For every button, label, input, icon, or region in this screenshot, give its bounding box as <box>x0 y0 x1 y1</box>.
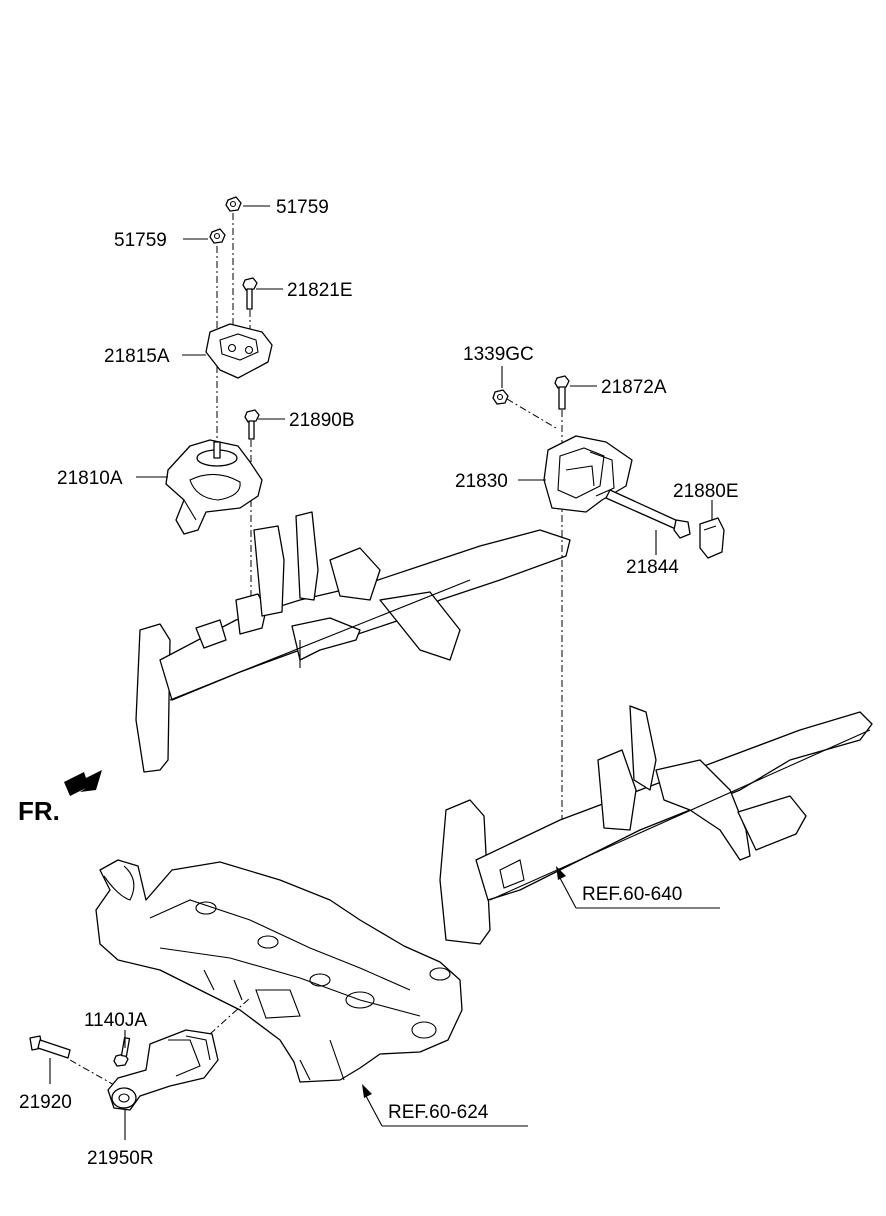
ref-label-60-624[interactable]: REF.60-624 <box>388 1102 489 1123</box>
label-51759-left[interactable]: 51759 <box>114 230 167 251</box>
ref-label-60-640[interactable]: REF.60-640 <box>582 884 682 905</box>
label-21950R[interactable]: 21950R <box>87 1148 154 1169</box>
label-21815A[interactable]: 21815A <box>104 346 170 367</box>
label-51759-top[interactable]: 51759 <box>276 197 329 218</box>
bolt-1140JA[interactable] <box>113 1037 131 1067</box>
label-1339GC[interactable]: 1339GC <box>463 344 534 365</box>
bracket-21815A[interactable] <box>205 323 273 379</box>
label-21920[interactable]: 21920 <box>19 1092 72 1113</box>
ref-arrow-60-640 <box>556 866 720 909</box>
engine-mount-21810A[interactable] <box>165 439 263 535</box>
direction-front: FR. <box>18 796 60 826</box>
subframe <box>95 859 463 1083</box>
bolt-21920[interactable] <box>29 1035 71 1059</box>
label-21810A[interactable]: 21810A <box>57 468 123 489</box>
label-21821E[interactable]: 21821E <box>287 280 353 301</box>
bolt-21844[interactable] <box>605 489 691 539</box>
front-arrow-icon <box>64 770 102 796</box>
nut-51759-left[interactable] <box>209 228 226 244</box>
label-1140JA[interactable]: 1140JA <box>84 1010 147 1031</box>
label-21890B[interactable]: 21890B <box>289 410 355 431</box>
label-21830[interactable]: 21830 <box>455 471 508 492</box>
cap-21880E[interactable] <box>699 517 725 559</box>
label-21872A[interactable]: 21872A <box>601 377 667 398</box>
label-21844[interactable]: 21844 <box>626 557 679 578</box>
side-member-left <box>135 511 571 773</box>
nut-51759-top[interactable] <box>225 196 242 212</box>
ref-arrow-60-624 <box>362 1084 528 1127</box>
bolt-21890B[interactable] <box>244 409 260 440</box>
roll-rod-21950R[interactable] <box>107 1029 219 1111</box>
label-21880E[interactable]: 21880E <box>673 481 739 502</box>
bolt-21821E[interactable] <box>242 277 258 310</box>
nut-1339GC[interactable] <box>492 389 509 405</box>
side-member-right <box>439 705 873 945</box>
bolt-21872A[interactable] <box>554 375 570 410</box>
